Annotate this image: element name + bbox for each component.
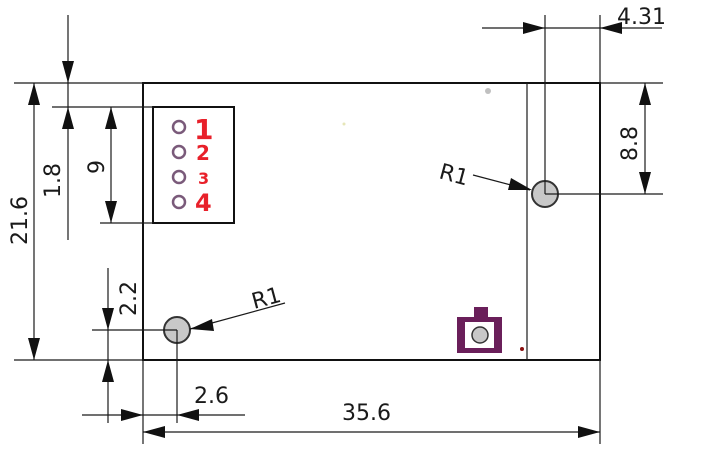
right-radius-arrow bbox=[508, 178, 532, 190]
board-height-arrow-top bbox=[28, 83, 40, 105]
red-dot bbox=[520, 347, 524, 351]
right-radius-label: R1 bbox=[436, 160, 471, 192]
component-center bbox=[471, 326, 489, 344]
left-hole-height-arrow-top bbox=[102, 308, 114, 330]
left-radius-arrow bbox=[190, 319, 214, 331]
dim-header-offset: 1.8 bbox=[41, 163, 66, 198]
header-height-arrow-top bbox=[105, 107, 117, 129]
pin-1-pad bbox=[171, 119, 187, 135]
header-offset-arrow-top bbox=[62, 61, 74, 83]
dim-left-hole-height: 2.2 bbox=[117, 281, 142, 316]
pin-4-label: 4 bbox=[195, 189, 212, 217]
pin-4-pad bbox=[171, 194, 187, 210]
board-width-arrow-right bbox=[578, 426, 600, 438]
top-dim-arrow-left bbox=[523, 22, 545, 34]
board-height-arrow-bottom bbox=[28, 338, 40, 360]
right-dim-arrow-bottom bbox=[639, 172, 651, 194]
dim-top-offset: 4.31 bbox=[617, 5, 666, 30]
header-outline bbox=[152, 106, 235, 224]
left-radius-label: R1 bbox=[249, 283, 284, 315]
left-hole-height-arrow-bottom bbox=[102, 360, 114, 382]
component-top-tab bbox=[474, 307, 488, 317]
dim-board-width: 35.6 bbox=[342, 401, 391, 426]
left-hole-width-arrow-right bbox=[177, 409, 199, 421]
board-outline bbox=[142, 82, 601, 361]
top-dim-arrow-right bbox=[600, 22, 622, 34]
board-width-arrow-left bbox=[143, 426, 165, 438]
dim-header-height: 9 bbox=[85, 160, 110, 174]
pin-1-label: 1 bbox=[194, 113, 213, 146]
left-hole-width-arrow-left bbox=[121, 409, 143, 421]
header-offset-arrow-bottom bbox=[62, 107, 74, 129]
pin-2-pad bbox=[171, 144, 187, 160]
dim-right-hole-offset: 8.8 bbox=[618, 126, 643, 161]
pin-3-pad bbox=[171, 169, 187, 185]
pin-3-label: 3 bbox=[198, 169, 209, 188]
dim-board-height: 21.6 bbox=[8, 196, 33, 245]
right-dim-arrow-top bbox=[639, 83, 651, 105]
yellow-dot bbox=[342, 122, 346, 126]
header-height-arrow-bottom bbox=[105, 201, 117, 223]
gray-dot bbox=[485, 88, 491, 94]
pin-2-label: 2 bbox=[196, 141, 210, 165]
dim-left-hole-width: 2.6 bbox=[194, 384, 229, 409]
